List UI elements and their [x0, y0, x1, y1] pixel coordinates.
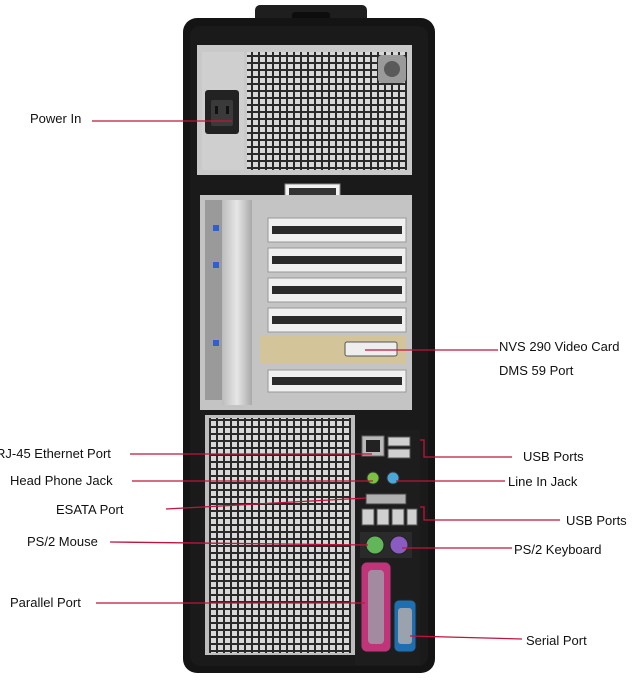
- label-serial-port: Serial Port: [526, 633, 587, 648]
- leader-usb-2: [420, 506, 560, 521]
- leader-lines: [92, 120, 560, 640]
- line-in-jack: [386, 471, 400, 485]
- power-supply: [197, 45, 412, 175]
- label-usb-ports-1: USB Ports: [523, 449, 584, 464]
- label-ps2-mouse: PS/2 Mouse: [27, 534, 98, 549]
- headphone-jack: [366, 471, 380, 485]
- leader-serial: [409, 635, 523, 640]
- ps2-mouse-port: [365, 535, 385, 555]
- label-dms-59-port: DMS 59 Port: [499, 363, 574, 378]
- label-head-phone-jack: Head Phone Jack: [10, 473, 113, 488]
- leader-ps2-mouse: [109, 541, 369, 546]
- label-rj45-ethernet-port: RJ-45 Ethernet Port: [0, 446, 111, 461]
- expansion-slots: [200, 195, 412, 410]
- label-parallel-port: Parallel Port: [10, 595, 81, 610]
- ps2-keyboard-port: [389, 535, 409, 555]
- leader-esata: [165, 497, 367, 510]
- label-ps2-keyboard: PS/2 Keyboard: [514, 542, 602, 557]
- esata-connector: [365, 493, 407, 505]
- label-usb-ports-2: USB Ports: [566, 513, 627, 528]
- label-power-in: Power In: [30, 111, 82, 126]
- leader-usb-1: [420, 439, 512, 458]
- label-nvs-290-video-card: NVS 290 Video Card: [499, 339, 620, 354]
- label-esata-port: ESATA Port: [56, 502, 124, 517]
- label-line-in-jack: Line In Jack: [508, 474, 578, 489]
- rear-vent-grille: [205, 415, 355, 655]
